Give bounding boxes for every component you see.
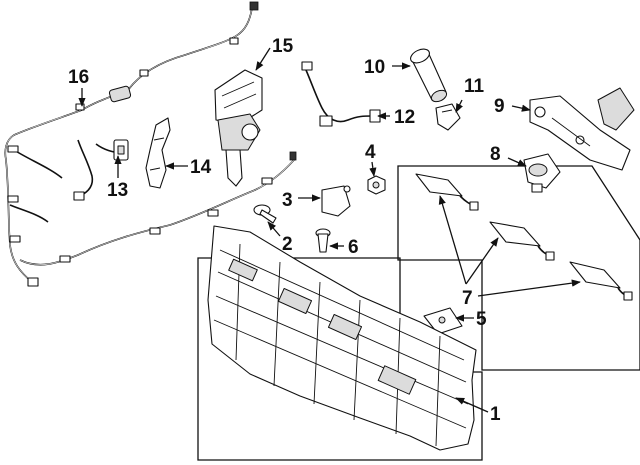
part-6-pin xyxy=(315,228,331,253)
wiring-harness xyxy=(4,1,297,287)
grille-assembly-frame xyxy=(197,257,483,461)
callout-11: 11 xyxy=(464,76,485,97)
callout-1: 1 xyxy=(490,404,501,425)
part-3-bracket xyxy=(321,185,351,217)
callout-16: 16 xyxy=(68,67,89,88)
callout-13: 13 xyxy=(107,180,128,201)
callout-9: 9 xyxy=(494,96,505,117)
callout-5: 5 xyxy=(476,309,487,330)
part-8-sensor xyxy=(523,153,561,193)
callout-7: 7 xyxy=(462,288,473,309)
part-7-sensor-a xyxy=(415,173,479,211)
leader-2 xyxy=(267,221,281,237)
callout-12: 12 xyxy=(394,107,415,128)
leader-7c xyxy=(477,279,581,297)
leader-7a xyxy=(465,237,499,285)
leader-15 xyxy=(255,47,271,71)
callout-6: 6 xyxy=(348,237,359,258)
part-5-bracket xyxy=(423,307,463,335)
callout-15: 15 xyxy=(272,36,294,57)
callout-4: 4 xyxy=(365,142,376,163)
part-1-grille xyxy=(207,225,477,451)
part-10-camera xyxy=(410,48,448,103)
leader-1 xyxy=(455,397,489,413)
part-13-harness xyxy=(73,139,129,201)
part-4-nut xyxy=(367,175,386,195)
leader-11 xyxy=(455,99,463,113)
callout-10: 10 xyxy=(364,57,385,78)
leader-7b xyxy=(438,195,467,285)
leader-8 xyxy=(507,157,527,167)
part-7-sensor-b xyxy=(489,221,555,261)
leader-4 xyxy=(369,161,377,177)
part-7-sensor-c xyxy=(569,261,633,301)
part-2-bolt xyxy=(253,204,277,224)
leader-lines xyxy=(78,47,581,413)
leader-9 xyxy=(511,104,531,112)
callout-3: 3 xyxy=(282,190,293,211)
callout-14: 14 xyxy=(190,157,212,178)
callout-8: 8 xyxy=(490,144,501,165)
part-11-clip xyxy=(435,103,461,131)
part-14-bracket xyxy=(145,117,171,189)
part-9-bracket xyxy=(529,87,635,171)
callout-2: 2 xyxy=(282,234,293,255)
callout-labels: 1 2 3 4 5 6 7 8 9 10 11 12 13 14 15 16 xyxy=(68,36,505,425)
part-15-bracket xyxy=(214,69,263,187)
sensor-group-frame xyxy=(397,165,640,371)
